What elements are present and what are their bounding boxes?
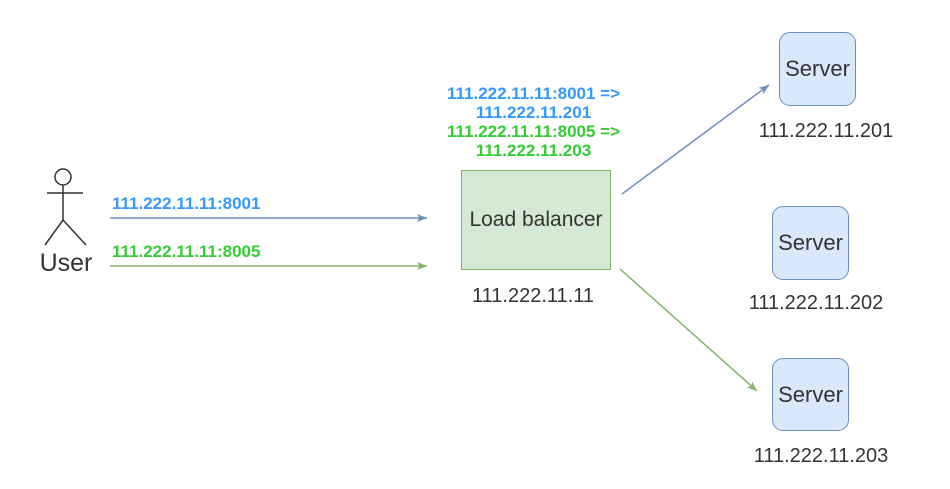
load-balancer-node: Load balancer [461,170,611,270]
server-label: Server [778,230,843,255]
user-figure-icon [44,168,87,246]
load-balancer-ip: 111.222.11.11 [472,285,594,307]
mapping-rule-8001: 111.222.11.11:8001 => [446,84,621,103]
mapping-target-203: 111.222.11.203 [475,141,592,160]
server-node-202: Server [772,206,849,280]
user-label: User [39,249,93,277]
server-node-203: Server [772,358,849,431]
lb-mapping-annotation: 111.222.11.11:8001 => 111.222.11.201 111… [431,84,636,160]
server-ip-201: 111.222.11.201 [758,120,894,142]
mapping-target-201: 111.222.11.201 [475,103,592,122]
server-label: Server [778,381,843,407]
server-ip-203: 111.222.11.203 [753,445,889,467]
server-node-201: Server [779,32,856,106]
flow-label-8005: 111.222.11.11:8005 [112,242,261,261]
lb-to-server-203-arrow [619,268,758,392]
flow-label-8001: 111.222.11.11:8001 [112,194,261,213]
mapping-rule-8005: 111.222.11.11:8005 => [446,122,621,141]
load-balancer-label: Load balancer [469,208,603,231]
server-label: Server [785,56,850,81]
server-ip-202: 111.222.11.202 [748,292,884,314]
